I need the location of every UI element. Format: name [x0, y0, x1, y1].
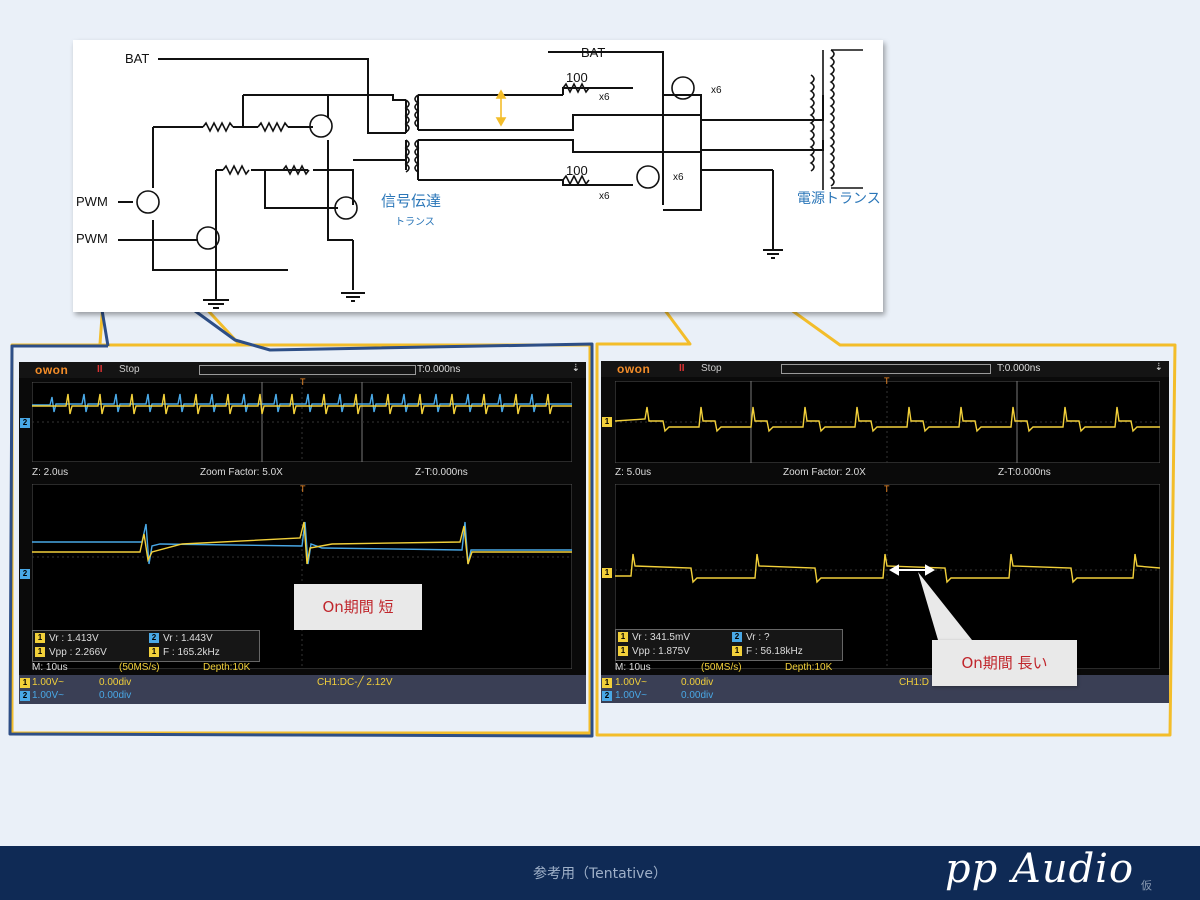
callout-pointer-right [918, 572, 972, 640]
bat-label-left: BAT [125, 51, 150, 66]
scope-status: Stop [701, 363, 722, 374]
mosfet-multiplier-bottom: x6 [673, 172, 684, 183]
zoom-factor: Zoom Factor: 5.0X [200, 467, 283, 478]
meas-tag-1: 1 [35, 633, 45, 644]
signal-transformer-label: 信号伝達 [381, 192, 442, 210]
scope-zoom-bar: Z: 5.0us Zoom Factor: 2.0X Z-T:0.000ns [601, 467, 1169, 481]
meas-tag-3: 1 [618, 646, 628, 657]
ch2-scale: 1.00V~ [615, 690, 647, 701]
meas-tag-4: 1 [149, 647, 159, 658]
scope-trigger-time: T:0.000ns [417, 364, 461, 375]
callout-on-long: On期間 長い [932, 640, 1077, 686]
meas-vr-ch1: Vr : 1.413V [49, 633, 99, 644]
footer-caption: 参考用（Tentative） [532, 866, 667, 882]
ch-marker-zoom: 2 [20, 569, 30, 579]
ch-marker-zoom: 1 [602, 568, 612, 578]
scope-zoom-bar: Z: 2.0us Zoom Factor: 5.0X Z-T:0.000ns [19, 467, 586, 481]
trigger-marker-top: T [300, 377, 306, 387]
scope-brand: owon [35, 363, 69, 377]
usb-icon: ⇣ [1154, 362, 1163, 373]
ch1-offset: 0.00div [681, 677, 714, 688]
trigger-marker-top: T [884, 376, 890, 386]
meas-vpp: Vpp : 1.875V [632, 646, 690, 657]
brand-logo-sub: 仮 [1141, 879, 1152, 892]
meas-tag-2: 2 [149, 633, 159, 644]
meas-freq: F : 56.18kHz [746, 646, 803, 657]
ch1-scale: 1.00V~ [32, 677, 64, 688]
footer-bar: 参考用（Tentative） pp Audio 仮 [0, 846, 1200, 900]
pwm-label-2: PWM [76, 231, 108, 246]
meas-tag-3: 1 [35, 647, 45, 658]
resistor-value-bottom: 100 [566, 163, 588, 178]
meas-vr-ch1: Vr : 341.5mV [632, 632, 690, 643]
scope-overview-waveform [32, 382, 572, 462]
scope-trigger-time: T:0.000ns [997, 363, 1041, 374]
scope-channel-bar: 1 1.00V~ 0.00div CH1:D 2 1.00V~ 0.00div [601, 675, 1169, 703]
scope-top-bar: owon II Stop T:0.000ns ⇣ [19, 362, 586, 378]
resistor-multiplier-bottom: x6 [599, 191, 610, 202]
meas-vpp: Vpp : 2.266V [49, 647, 107, 658]
zoom-z-value: Z: 5.0us [615, 467, 652, 478]
scope-trigger-pos-bar [199, 365, 416, 375]
ch1-tag: 1 [602, 678, 612, 688]
scope-timebase-bar: M: 10us (50MS/s) Depth:10K [601, 662, 1169, 674]
zoom-zt-value: Z-T:0.000ns [415, 467, 468, 478]
meas-vr-ch2: Vr : 1.443V [163, 633, 213, 644]
meas-vr-ch2: Vr : ? [746, 632, 770, 643]
pwm-label-1: PWM [76, 194, 108, 209]
scope-status: Stop [119, 364, 140, 375]
meas-tag-4: 1 [732, 646, 742, 657]
scope-brand: owon [617, 362, 651, 376]
schematic-card: BAT BAT PWM PWM 100 100 x6 x6 x6 x6 信号伝達… [73, 40, 883, 312]
ch1-tag: 1 [20, 678, 30, 688]
resistor-multiplier-top: x6 [599, 92, 610, 103]
trigger-info: CH1:D [899, 677, 930, 688]
brand-logo: pp Audio [945, 846, 1135, 892]
ch1-offset: 0.00div [99, 677, 132, 688]
bat-label-right: BAT [581, 45, 606, 60]
meas-tag-1: 1 [618, 632, 628, 643]
scope-trigger-pos-bar [781, 364, 991, 374]
ch-marker-overview: 2 [20, 418, 30, 428]
ch2-tag: 2 [602, 691, 612, 701]
sample-rate: (50MS/s) [701, 662, 742, 673]
scope-run-indicator: II [679, 363, 685, 374]
oscilloscope-right: owon II Stop T:0.000ns ⇣ T 1 Z: 5.0us Zo… [601, 361, 1169, 703]
scope-overview-waveform [615, 381, 1160, 463]
ch1-scale: 1.00V~ [615, 677, 647, 688]
zoom-z-value: Z: 2.0us [32, 467, 69, 478]
schematic-drawing [118, 49, 863, 309]
trigger-marker-zoom: T [884, 484, 890, 494]
timebase: M: 10us [32, 662, 68, 673]
oscilloscope-left: owon II Stop T:0.000ns ⇣ T 2 Z: 2.0us Zo… [19, 362, 586, 704]
memory-depth: Depth:10K [203, 662, 251, 673]
timebase: M: 10us [615, 662, 651, 673]
scope-run-indicator: II [97, 364, 103, 375]
power-transformer-label: 電源トランス [797, 191, 881, 207]
signal-transformer-label-2: トランス [395, 217, 435, 228]
ch2-tag: 2 [20, 691, 30, 701]
scope-top-bar: owon II Stop T:0.000ns ⇣ [601, 361, 1169, 377]
zoom-zt-value: Z-T:0.000ns [998, 467, 1051, 478]
trigger-info: CH1:DC-╱ 2.12V [317, 677, 393, 688]
sample-rate: (50MS/s) [119, 662, 160, 673]
resistor-value-top: 100 [566, 70, 588, 85]
ch2-offset: 0.00div [681, 690, 714, 701]
meas-freq: F : 165.2kHz [163, 647, 220, 658]
ch2-offset: 0.00div [99, 690, 132, 701]
usb-icon: ⇣ [571, 363, 580, 374]
mosfet-multiplier-top: x6 [711, 85, 722, 96]
memory-depth: Depth:10K [785, 662, 833, 673]
ch2-scale: 1.00V~ [32, 690, 64, 701]
scope-channel-bar: 1 1.00V~ 0.00div CH1:DC-╱ 2.12V 2 1.00V~… [19, 675, 586, 704]
meas-tag-2: 2 [732, 632, 742, 643]
callout-on-short: On期間 短 [294, 584, 422, 630]
scope-timebase-bar: M: 10us (50MS/s) Depth:10K [19, 662, 586, 674]
zoom-factor: Zoom Factor: 2.0X [783, 467, 866, 478]
ch-marker-overview: 1 [602, 417, 612, 427]
trigger-marker-zoom: T [300, 484, 306, 494]
